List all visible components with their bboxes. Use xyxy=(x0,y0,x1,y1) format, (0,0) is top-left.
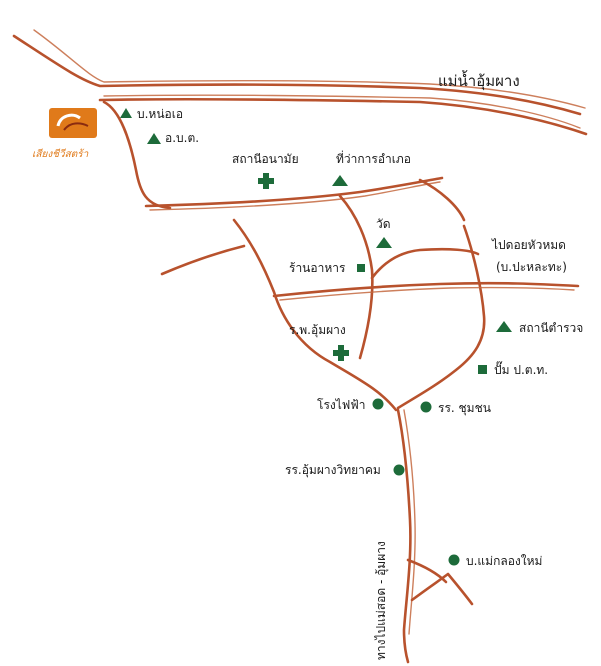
place-label-restaurant: ร้านอาหาร xyxy=(289,261,346,275)
place-label-school-community: รร. ชุมชน xyxy=(438,401,491,416)
road-main-ew xyxy=(144,176,444,208)
road-branch-southeast xyxy=(406,558,448,584)
triangle-icon-district xyxy=(332,175,348,186)
square-icon-gas xyxy=(478,365,487,374)
circle-icon-school-community xyxy=(420,401,432,413)
road-east-vertical xyxy=(396,224,486,410)
river-label: แม่น้ำอุ้มผาง xyxy=(438,70,520,91)
place-label-village-maeklong: บ.แม่กลองใหม่ xyxy=(466,554,542,568)
place-label-palatha: (บ.ปะหละทะ) xyxy=(496,260,567,274)
place-label-school-umphang: รร.อุ้มผางวิทยาคม xyxy=(285,463,381,478)
logo-icon xyxy=(49,108,97,138)
river-bank-south-2 xyxy=(103,94,581,129)
triangle-icon-nongae xyxy=(120,108,132,118)
road-main-south-2 xyxy=(403,409,416,635)
place-label-obt: อ.บ.ต. xyxy=(165,131,199,145)
place-label-gas: ปั๊ม ป.ต.ท. xyxy=(494,361,548,377)
road-temple-loop xyxy=(370,247,480,280)
place-label-health: สถานีอนามัย xyxy=(232,152,299,166)
road-label-maesot: ทางไปแม่สอด - อุ้มผาง xyxy=(374,541,389,660)
circle-icon-school-umphang xyxy=(393,464,405,476)
place-label-district: ที่ว่าการอำเภอ xyxy=(336,150,411,166)
road-sw-branch xyxy=(160,244,246,276)
cross-icon-health xyxy=(258,173,274,189)
cross-icon-hospital xyxy=(333,345,349,361)
place-label-temple: วัด xyxy=(376,217,391,231)
triangle-icon-obt xyxy=(147,133,161,144)
circle-icon-power xyxy=(372,398,384,410)
river-bank-north xyxy=(12,34,582,116)
road-main-south xyxy=(396,408,412,664)
place-label-police: สถานีตำรวจ xyxy=(519,321,583,335)
road-network xyxy=(12,29,588,664)
river-bank-north-2 xyxy=(33,29,586,109)
place-label-doi-huamot: ไปดอยหัวหมด xyxy=(491,238,566,252)
place-label-nongae: บ.หน่อเอ xyxy=(137,107,183,121)
brand-label: เสียงชีวีสตร้า xyxy=(32,148,89,160)
place-label-power: โรงไฟฟ้า xyxy=(317,398,366,412)
circle-icon-village-maeklong xyxy=(448,554,460,566)
square-icon-restaurant xyxy=(357,264,365,272)
road-west-vertical xyxy=(102,100,172,210)
triangle-icon-temple xyxy=(376,237,392,248)
road-sw-diagonal xyxy=(232,218,398,412)
road-east-west-2b xyxy=(279,286,575,301)
road-branch-southeast-2 xyxy=(410,572,474,606)
river-bank-south xyxy=(98,97,588,136)
road-middle-vertical xyxy=(338,194,374,360)
markers xyxy=(120,108,512,566)
triangle-icon-police xyxy=(496,321,512,332)
road-ne-diagonal xyxy=(418,178,466,222)
place-label-hospital: ร.พ.อุ้มผาง xyxy=(289,323,346,338)
road-east-west-2 xyxy=(272,281,580,298)
